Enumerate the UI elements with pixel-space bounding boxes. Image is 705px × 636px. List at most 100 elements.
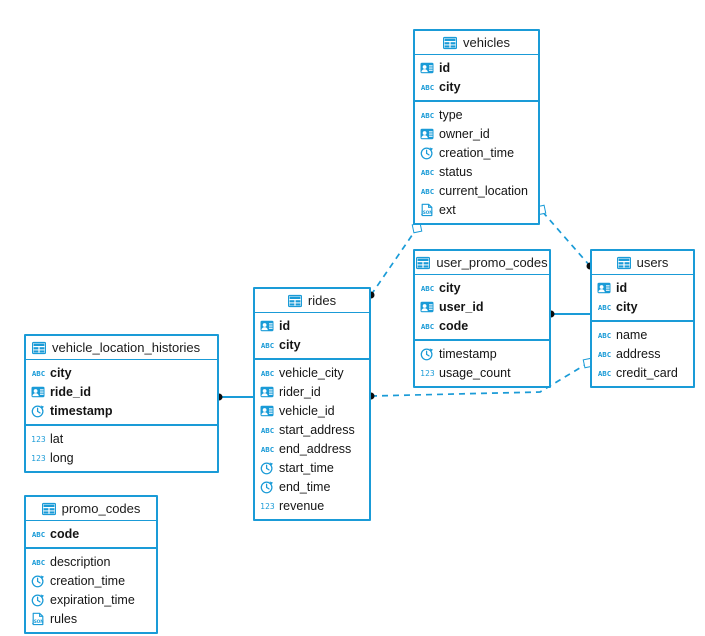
table-header-vehicles[interactable]: vehicles bbox=[415, 31, 538, 55]
column-label: start_time bbox=[279, 460, 334, 475]
relationship-source-dot bbox=[547, 310, 555, 318]
column-label: rules bbox=[50, 611, 78, 626]
column-row-id[interactable]: id bbox=[592, 278, 693, 297]
column-row-expiration_time[interactable]: expiration_time bbox=[26, 590, 156, 609]
column-row-end_time[interactable]: end_time bbox=[255, 477, 369, 496]
column-label: expiration_time bbox=[50, 592, 135, 607]
table-header-promo_codes[interactable]: promo_codes bbox=[26, 497, 156, 521]
column-row-code[interactable]: ABC code bbox=[26, 524, 156, 543]
column-label: description bbox=[50, 554, 111, 569]
column-label: timestamp bbox=[439, 346, 497, 361]
abc-icon: ABC bbox=[597, 366, 611, 380]
svg-text:123: 123 bbox=[420, 369, 435, 378]
column-row-city[interactable]: ABC city bbox=[415, 77, 538, 96]
clock-icon bbox=[420, 146, 434, 160]
column-label: id bbox=[279, 318, 291, 333]
column-row-timestamp[interactable]: timestamp bbox=[415, 344, 549, 363]
contact-card-icon bbox=[420, 61, 434, 75]
svg-text:123: 123 bbox=[260, 502, 275, 511]
column-label: city bbox=[279, 337, 301, 352]
svg-text:ABC: ABC bbox=[32, 558, 45, 567]
column-row-rules[interactable]: JSON rules bbox=[26, 609, 156, 628]
abc-icon: ABC bbox=[420, 80, 434, 94]
column-row-start_time[interactable]: start_time bbox=[255, 458, 369, 477]
clock-icon bbox=[31, 593, 45, 607]
column-label: code bbox=[50, 526, 80, 541]
clock-icon bbox=[260, 480, 274, 494]
table-header-user_promo_codes[interactable]: user_promo_codes bbox=[415, 251, 549, 275]
abc-icon: ABC bbox=[31, 366, 45, 380]
column-row-timestamp[interactable]: timestamp bbox=[26, 401, 217, 420]
column-row-current_location[interactable]: ABC current_location bbox=[415, 181, 538, 200]
column-row-ride_id[interactable]: ride_id bbox=[26, 382, 217, 401]
column-row-creation_time[interactable]: creation_time bbox=[26, 571, 156, 590]
relationship-line-rides-to-vehicles[interactable] bbox=[370, 227, 418, 296]
column-row-owner_id[interactable]: owner_id bbox=[415, 124, 538, 143]
column-row-user_id[interactable]: user_id bbox=[415, 297, 549, 316]
table-header-users[interactable]: users bbox=[592, 251, 693, 275]
svg-text:ABC: ABC bbox=[598, 303, 611, 312]
table-header-vehicle_location_histories[interactable]: vehicle_location_histories bbox=[26, 336, 217, 360]
abc-icon: ABC bbox=[597, 347, 611, 361]
table-icon bbox=[416, 256, 431, 270]
column-label: credit_card bbox=[616, 365, 678, 380]
svg-text:ABC: ABC bbox=[598, 350, 611, 359]
column-label: current_location bbox=[439, 183, 528, 198]
column-row-id[interactable]: id bbox=[415, 58, 538, 77]
column-row-description[interactable]: ABC description bbox=[26, 552, 156, 571]
table-header-rides[interactable]: rides bbox=[255, 289, 369, 313]
json-icon: JSON bbox=[31, 612, 45, 626]
table-icon bbox=[616, 256, 631, 270]
123-icon: 123 bbox=[31, 451, 46, 465]
abc-icon: ABC bbox=[260, 366, 274, 380]
column-label: ext bbox=[439, 202, 456, 217]
table-name-label: promo_codes bbox=[61, 501, 141, 516]
column-label: timestamp bbox=[50, 403, 113, 418]
column-label: user_id bbox=[439, 299, 484, 314]
svg-text:ABC: ABC bbox=[421, 168, 434, 177]
abc-icon: ABC bbox=[597, 300, 611, 314]
column-label: type bbox=[439, 107, 463, 122]
clock-icon bbox=[31, 574, 45, 588]
column-row-credit_card[interactable]: ABC credit_card bbox=[592, 363, 693, 382]
column-label: city bbox=[439, 79, 461, 94]
contact-card-icon bbox=[260, 404, 274, 418]
abc-icon: ABC bbox=[31, 555, 45, 569]
column-row-type[interactable]: ABC type bbox=[415, 105, 538, 124]
column-row-vehicle_id[interactable]: vehicle_id bbox=[255, 401, 369, 420]
column-row-rider_id[interactable]: rider_id bbox=[255, 382, 369, 401]
123-icon: 123 bbox=[420, 366, 435, 380]
svg-text:ABC: ABC bbox=[421, 111, 434, 120]
contact-card-icon bbox=[260, 319, 274, 333]
svg-text:ABC: ABC bbox=[421, 187, 434, 196]
column-row-creation_time[interactable]: creation_time bbox=[415, 143, 538, 162]
svg-text:ABC: ABC bbox=[32, 530, 45, 539]
column-row-id[interactable]: id bbox=[255, 316, 369, 335]
abc-icon: ABC bbox=[260, 442, 274, 456]
svg-text:ABC: ABC bbox=[261, 426, 274, 435]
table-icon bbox=[32, 341, 46, 355]
